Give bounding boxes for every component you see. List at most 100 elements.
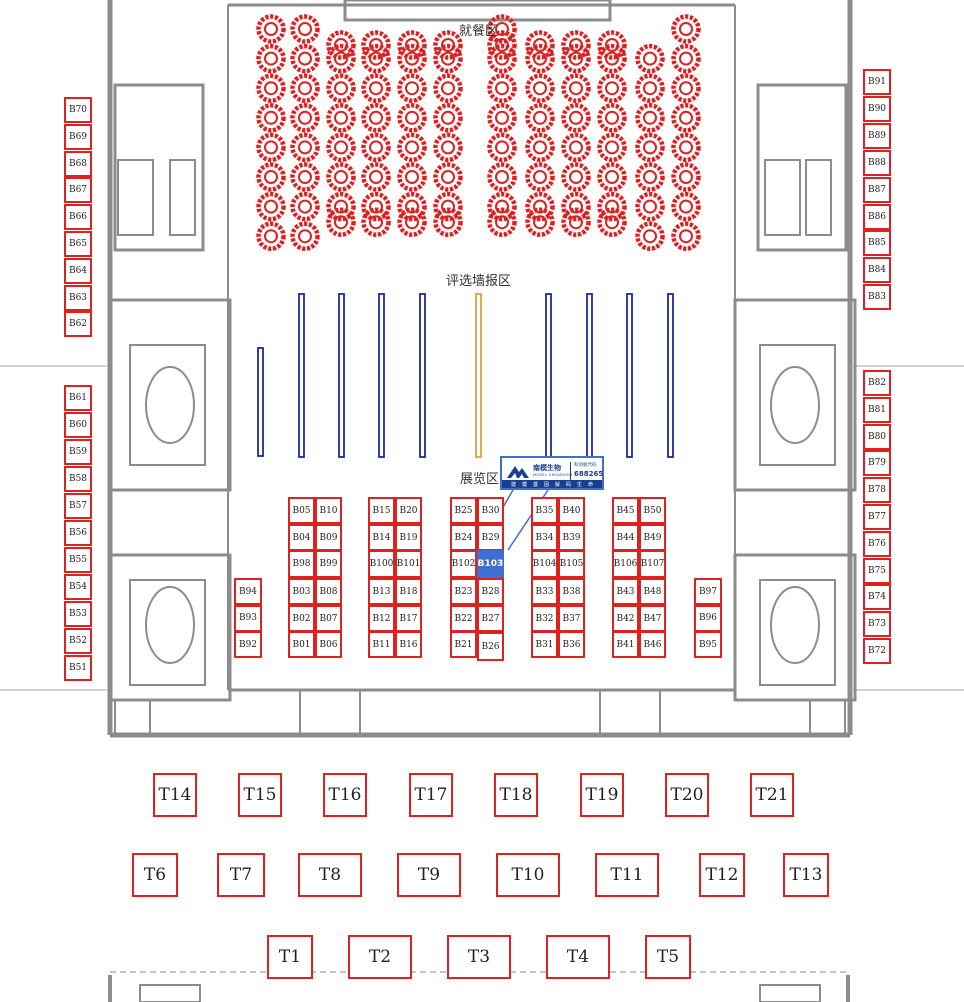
booth-t14[interactable]: T14 [153, 773, 197, 817]
booth-b95[interactable]: B95 [694, 631, 722, 659]
booth-b44[interactable]: B44 [612, 524, 639, 551]
booth-b53[interactable]: B53 [64, 601, 92, 627]
booth-b01[interactable]: B01 [288, 631, 315, 658]
booth-b51[interactable]: B51 [64, 655, 92, 681]
booth-b32[interactable]: B32 [531, 605, 558, 632]
booth-b82[interactable]: B82 [863, 370, 891, 396]
booth-t18[interactable]: T18 [494, 773, 538, 817]
booth-b91[interactable]: B91 [863, 69, 891, 95]
booth-b49[interactable]: B49 [639, 524, 666, 551]
booth-b14[interactable]: B14 [368, 524, 395, 551]
booth-b23[interactable]: B23 [450, 578, 477, 605]
booth-b07[interactable]: B07 [315, 605, 342, 632]
booth-t13[interactable]: T13 [783, 853, 829, 897]
booth-b97[interactable]: B97 [694, 578, 722, 605]
booth-t8[interactable]: T8 [298, 853, 362, 897]
booth-b30[interactable]: B30 [477, 497, 504, 524]
booth-b80[interactable]: B80 [863, 423, 891, 450]
booth-b48[interactable]: B48 [639, 578, 666, 605]
booth-b21[interactable]: B21 [450, 631, 477, 658]
booth-t5[interactable]: T5 [645, 935, 691, 979]
booth-b22[interactable]: B22 [450, 605, 477, 632]
booth-b10[interactable]: B10 [315, 497, 342, 524]
booth-b87[interactable]: B87 [863, 176, 891, 203]
booth-b18[interactable]: B18 [395, 578, 422, 605]
booth-b27[interactable]: B27 [477, 605, 504, 632]
booth-b03[interactable]: B03 [288, 578, 315, 605]
booth-b65[interactable]: B65 [64, 231, 92, 257]
booth-b62[interactable]: B62 [64, 311, 92, 338]
booth-b66[interactable]: B66 [64, 204, 92, 231]
booth-b28[interactable]: B28 [477, 578, 504, 605]
booth-b15[interactable]: B15 [368, 497, 395, 524]
booth-b42[interactable]: B42 [612, 605, 639, 632]
booth-b46[interactable]: B46 [639, 631, 666, 658]
booth-b13[interactable]: B13 [368, 578, 395, 605]
booth-b63[interactable]: B63 [64, 284, 92, 311]
booth-t19[interactable]: T19 [580, 773, 624, 817]
booth-b52[interactable]: B52 [64, 628, 92, 654]
booth-b103[interactable]: B103 [477, 550, 504, 578]
booth-t3[interactable]: T3 [447, 935, 511, 979]
booth-t15[interactable]: T15 [238, 773, 282, 817]
booth-b17[interactable]: B17 [395, 605, 422, 632]
booth-b24[interactable]: B24 [450, 524, 477, 551]
booth-b09[interactable]: B09 [315, 524, 342, 551]
booth-b89[interactable]: B89 [863, 122, 891, 149]
booth-b57[interactable]: B57 [64, 493, 92, 519]
booth-t20[interactable]: T20 [665, 773, 709, 817]
booth-b67[interactable]: B67 [64, 177, 92, 204]
booth-b104[interactable]: B104 [531, 550, 558, 578]
booth-b56[interactable]: B56 [64, 520, 92, 546]
booth-b41[interactable]: B41 [612, 631, 639, 658]
booth-b74[interactable]: B74 [863, 584, 891, 611]
booth-b34[interactable]: B34 [531, 524, 558, 551]
booth-t11[interactable]: T11 [595, 853, 659, 897]
booth-b61[interactable]: B61 [64, 385, 92, 411]
booth-t7[interactable]: T7 [217, 853, 265, 897]
booth-b77[interactable]: B77 [863, 504, 891, 530]
booth-b86[interactable]: B86 [863, 203, 891, 230]
booth-b75[interactable]: B75 [863, 557, 891, 584]
booth-b33[interactable]: B33 [531, 578, 558, 605]
booth-b69[interactable]: B69 [64, 123, 92, 150]
booth-b38[interactable]: B38 [558, 578, 585, 605]
booth-b85[interactable]: B85 [863, 230, 891, 257]
booth-b06[interactable]: B06 [315, 631, 342, 658]
booth-b105[interactable]: B105 [558, 550, 585, 578]
booth-b11[interactable]: B11 [368, 631, 395, 658]
booth-b26[interactable]: B26 [477, 632, 504, 661]
booth-b59[interactable]: B59 [64, 439, 92, 465]
booth-b73[interactable]: B73 [863, 611, 891, 638]
booth-b16[interactable]: B16 [395, 631, 422, 658]
booth-t1[interactable]: T1 [267, 935, 313, 979]
booth-b93[interactable]: B93 [234, 604, 262, 632]
booth-b45[interactable]: B45 [612, 497, 639, 524]
booth-b12[interactable]: B12 [368, 605, 395, 632]
booth-b98[interactable]: B98 [288, 550, 315, 578]
booth-t17[interactable]: T17 [409, 773, 453, 817]
booth-b70[interactable]: B70 [64, 97, 92, 123]
booth-b35[interactable]: B35 [531, 497, 558, 524]
booth-t6[interactable]: T6 [132, 853, 178, 897]
booth-b19[interactable]: B19 [395, 524, 422, 551]
booth-b96[interactable]: B96 [694, 604, 722, 632]
booth-b08[interactable]: B08 [315, 578, 342, 605]
booth-b72[interactable]: B72 [863, 638, 891, 664]
booth-t9[interactable]: T9 [397, 853, 461, 897]
booth-b92[interactable]: B92 [234, 631, 262, 659]
booth-b50[interactable]: B50 [639, 497, 666, 524]
booth-b05[interactable]: B05 [288, 497, 315, 524]
booth-t2[interactable]: T2 [348, 935, 412, 979]
booth-b37[interactable]: B37 [558, 605, 585, 632]
booth-b106[interactable]: B106 [612, 550, 639, 578]
booth-b79[interactable]: B79 [863, 450, 891, 477]
booth-b60[interactable]: B60 [64, 412, 92, 438]
booth-b47[interactable]: B47 [639, 605, 666, 632]
booth-b100[interactable]: B100 [368, 550, 395, 578]
booth-t21[interactable]: T21 [750, 773, 794, 817]
booth-b78[interactable]: B78 [863, 477, 891, 504]
booth-b20[interactable]: B20 [395, 497, 422, 524]
booth-b88[interactable]: B88 [863, 149, 891, 176]
booth-b99[interactable]: B99 [315, 550, 342, 578]
